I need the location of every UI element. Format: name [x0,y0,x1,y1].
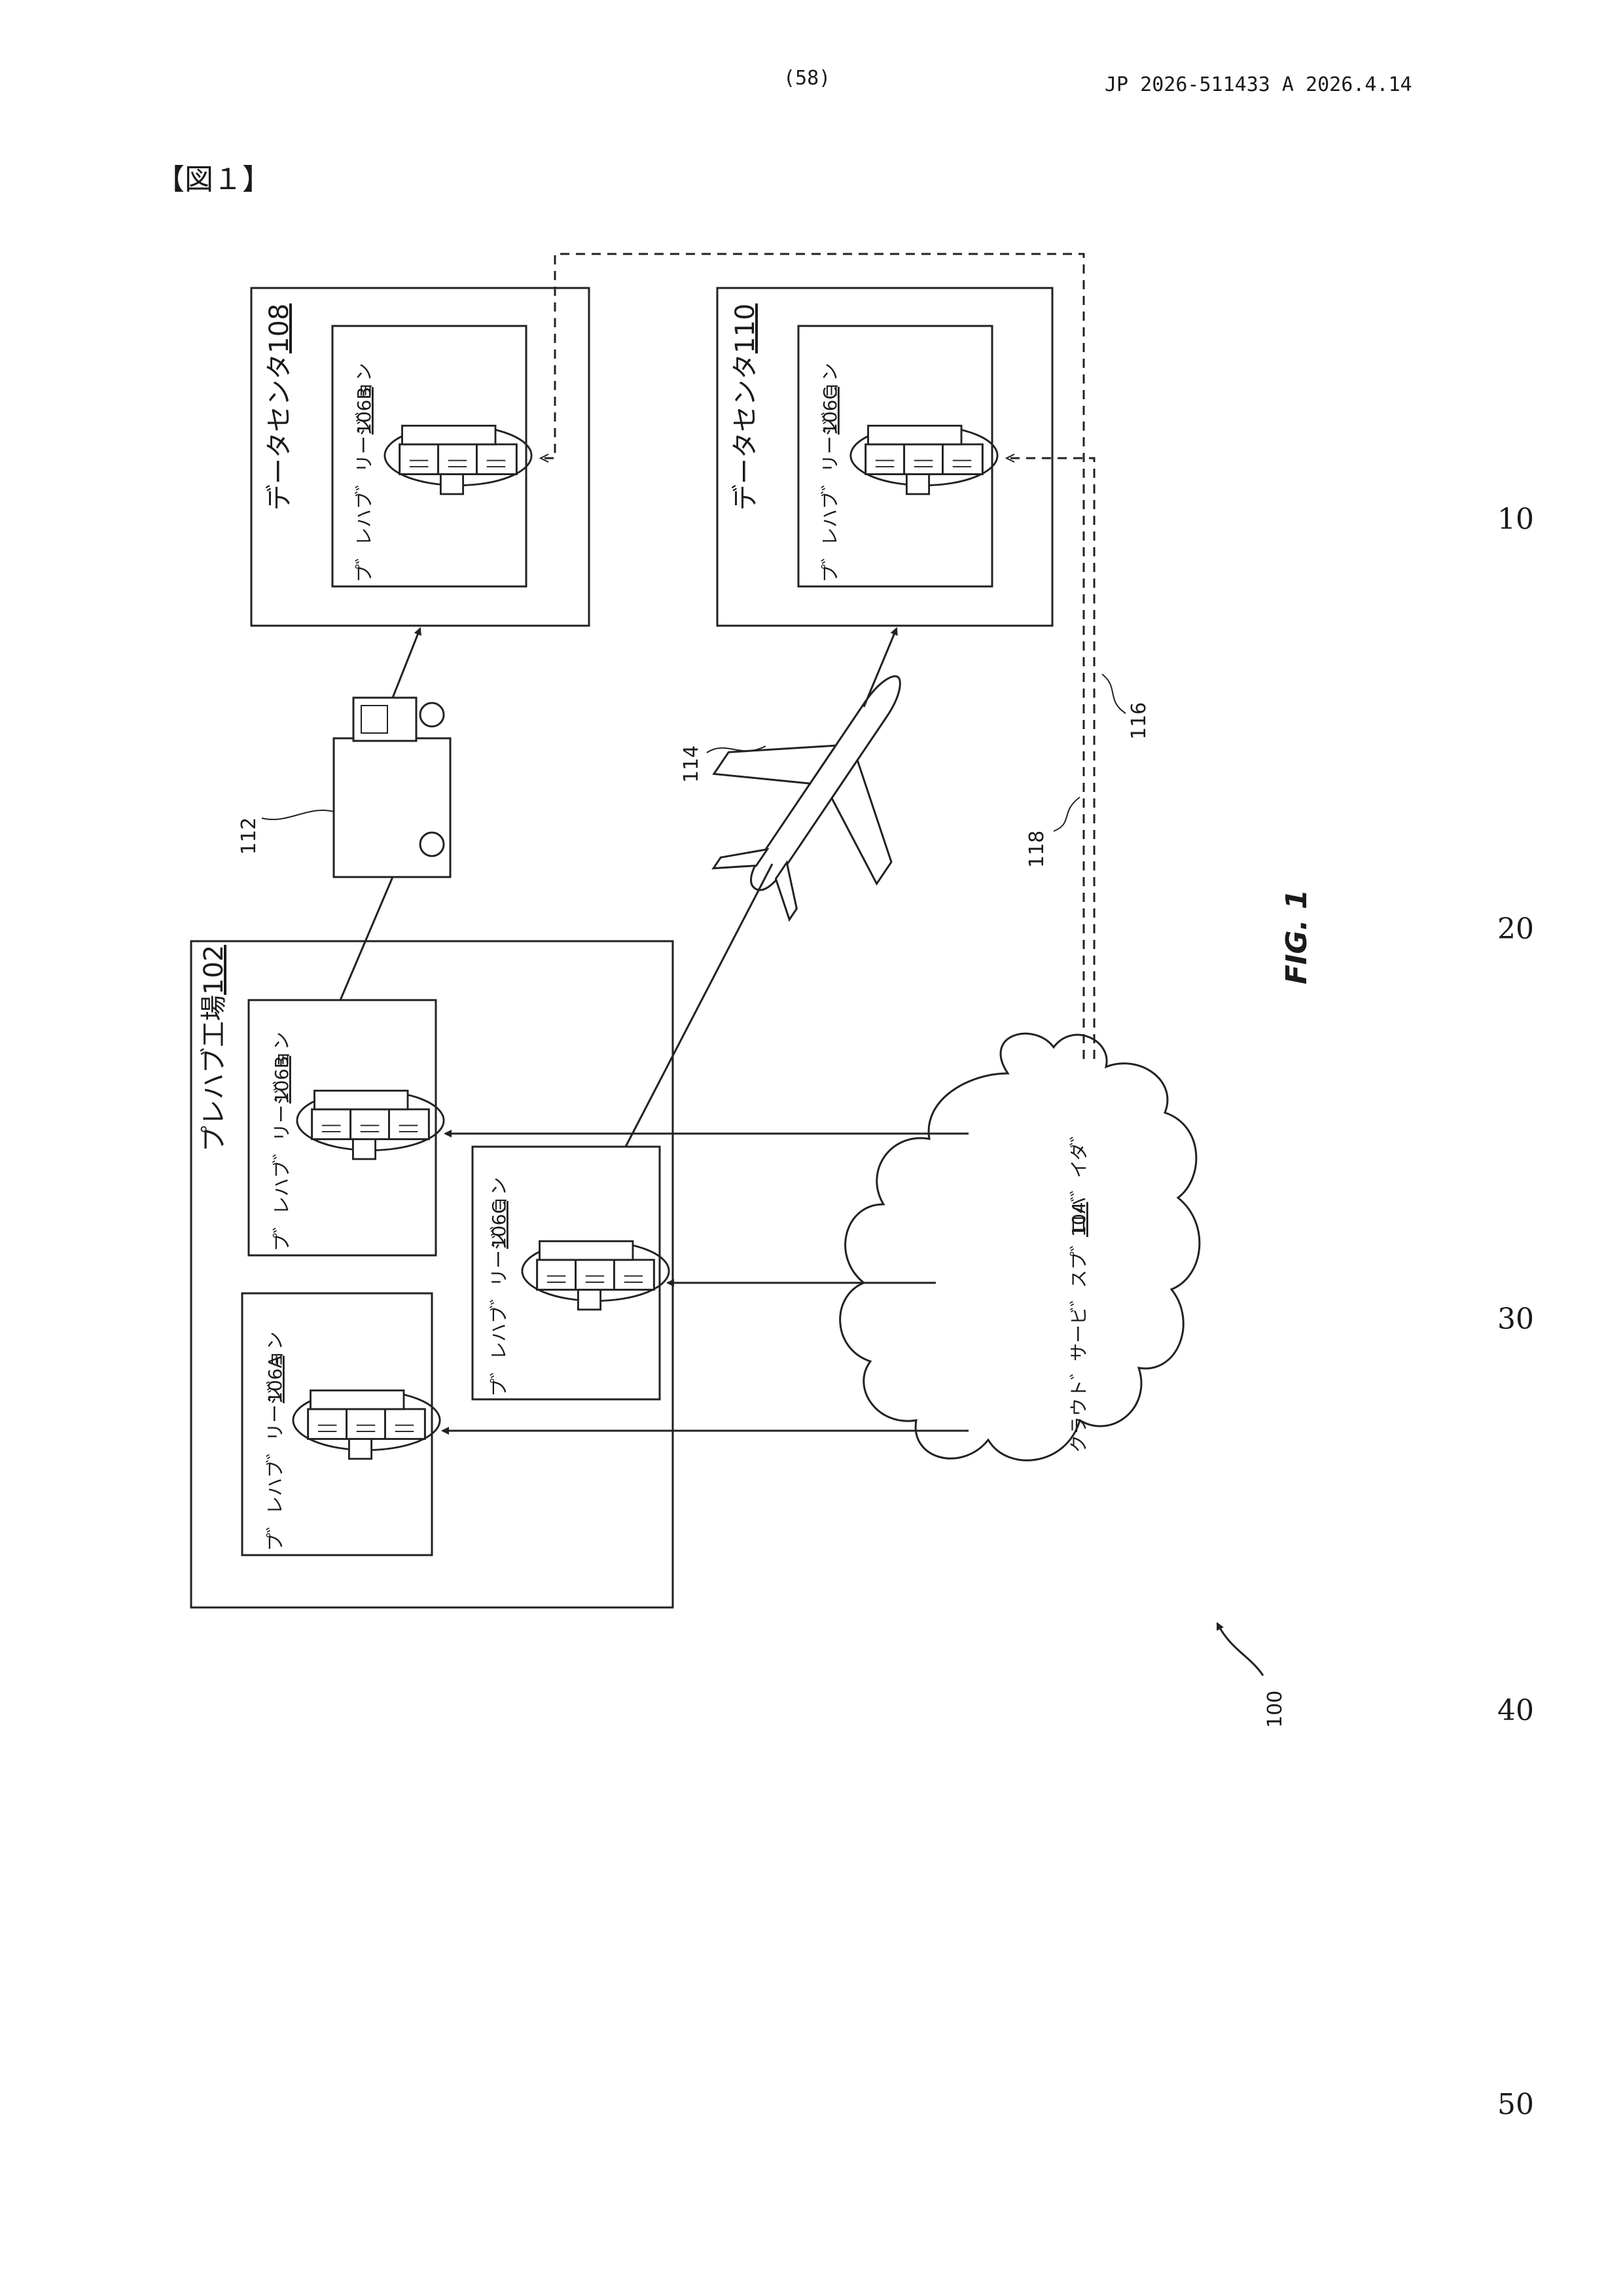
truck-to-factory-line [340,877,393,1000]
datacenter-108-ref: 108 [264,304,294,353]
net-ref-118: 118 [1026,831,1048,868]
network-line-116 [541,254,1084,1059]
datacenter-108-region-ref: 106B [353,387,375,435]
plane-ref: 114 [680,745,703,783]
datacenter-108-label: データセンタ [264,353,294,511]
cloud-icon [840,1033,1200,1460]
datacenter-110-label: データセンタ [730,353,760,511]
datacenter-110-region-ref: 106C [819,387,841,435]
server-rack-icon [293,1390,440,1459]
server-rack-icon [522,1241,669,1310]
truck-to-datacenter-108-arrow [393,628,420,698]
system-ref: 100 [1264,1691,1287,1728]
airplane-icon [670,622,979,948]
factory-region-106a-ref: 106A [264,1355,286,1403]
cloud-label: クラウト゛サービ゛スプ゛ロバ゛イダ゛ [1068,1124,1090,1453]
server-rack-icon [297,1090,444,1159]
plane-from-factory-106c-line [626,864,772,1147]
truck-ref-leader [262,810,334,819]
factory-region-106b-ref: 106B [271,1056,293,1103]
figure-caption: FIG. 1 [1280,889,1313,984]
truck-ref: 112 [238,817,260,855]
prefab-factory-ref: 102 [199,945,229,995]
network-line-118 [1007,458,1094,1059]
net-118-leader [1054,797,1080,831]
net-116-leader [1102,674,1126,713]
system-ref-arrow [1217,1623,1263,1676]
factory-region-106c-ref: 106C [488,1201,510,1249]
prefab-factory-label: プレハブ工場 [199,995,229,1152]
server-rack-icon [851,425,997,494]
cloud-ref: 104 [1068,1202,1090,1237]
server-rack-icon [385,425,531,494]
truck-icon [334,698,450,877]
net-ref-116: 116 [1128,702,1150,740]
datacenter-110-ref: 110 [730,304,760,353]
